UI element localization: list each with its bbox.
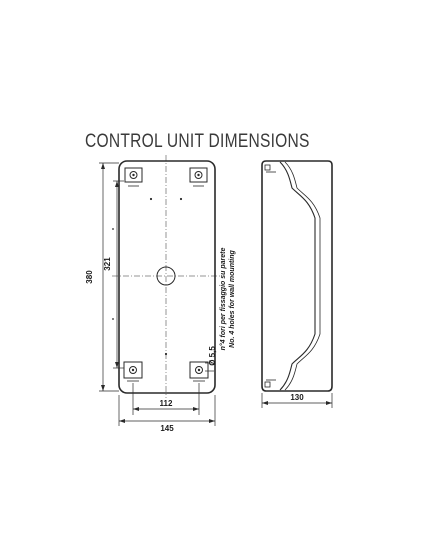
note-italian: n°4 fori per fissaggio su parete	[219, 248, 227, 351]
side-outline	[261, 160, 333, 392]
mounting-lug-bottom-left	[123, 361, 143, 382]
dim-label-112: 112	[160, 399, 173, 408]
mounting-lug-top-right	[189, 167, 208, 187]
central-knockout	[156, 266, 176, 286]
note-english: No. 4 holes for wall mounting	[229, 249, 236, 347]
dim-label-hole-diameter: Ø 5,5	[208, 346, 217, 366]
mounting-lug-top-left	[124, 167, 143, 187]
dim-label-130: 130	[290, 393, 304, 402]
lid-profile-inner	[284, 161, 321, 391]
dim-label-380: 380	[85, 270, 94, 284]
screw-dots	[112, 197, 183, 356]
drawing-title: CONTROL UNIT DIMENSIONS	[85, 131, 310, 152]
mounting-lug-bottom-right	[189, 361, 209, 382]
side-view	[261, 160, 333, 392]
dimension-arrows	[101, 163, 215, 423]
side-dimension-arrows	[262, 401, 332, 405]
side-dimension-lines	[261, 393, 333, 408]
enclosure-outline	[118, 160, 216, 394]
lid-profile-outer	[279, 161, 316, 391]
front-view	[112, 155, 222, 398]
dimension-lines	[99, 162, 216, 426]
dim-label-321: 321	[103, 257, 112, 271]
dim-label-145: 145	[160, 424, 174, 433]
